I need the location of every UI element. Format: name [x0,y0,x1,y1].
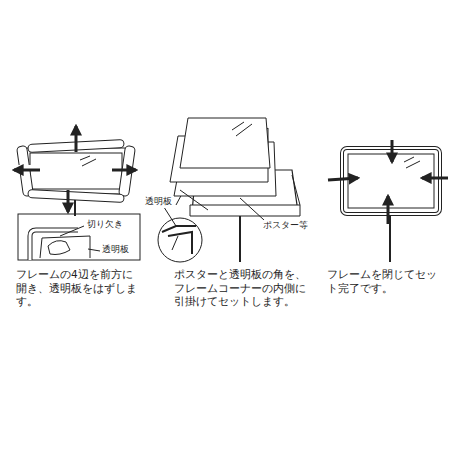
callout-label: 切り欠き [86,219,124,231]
callout-label: 透明板 [101,244,130,256]
step-caption: フレームの4辺を前方に開き、透明板をはずします。 [16,268,138,309]
callout-label: ポスター等 [262,220,309,232]
step-caption: ポスターと透明板の角を、フレームコーナーの内側に引掛けてセットします。 [174,268,306,309]
step-caption: フレームを閉じてセット完了です。 [327,268,447,295]
callout-label: 透明板 [144,196,173,208]
